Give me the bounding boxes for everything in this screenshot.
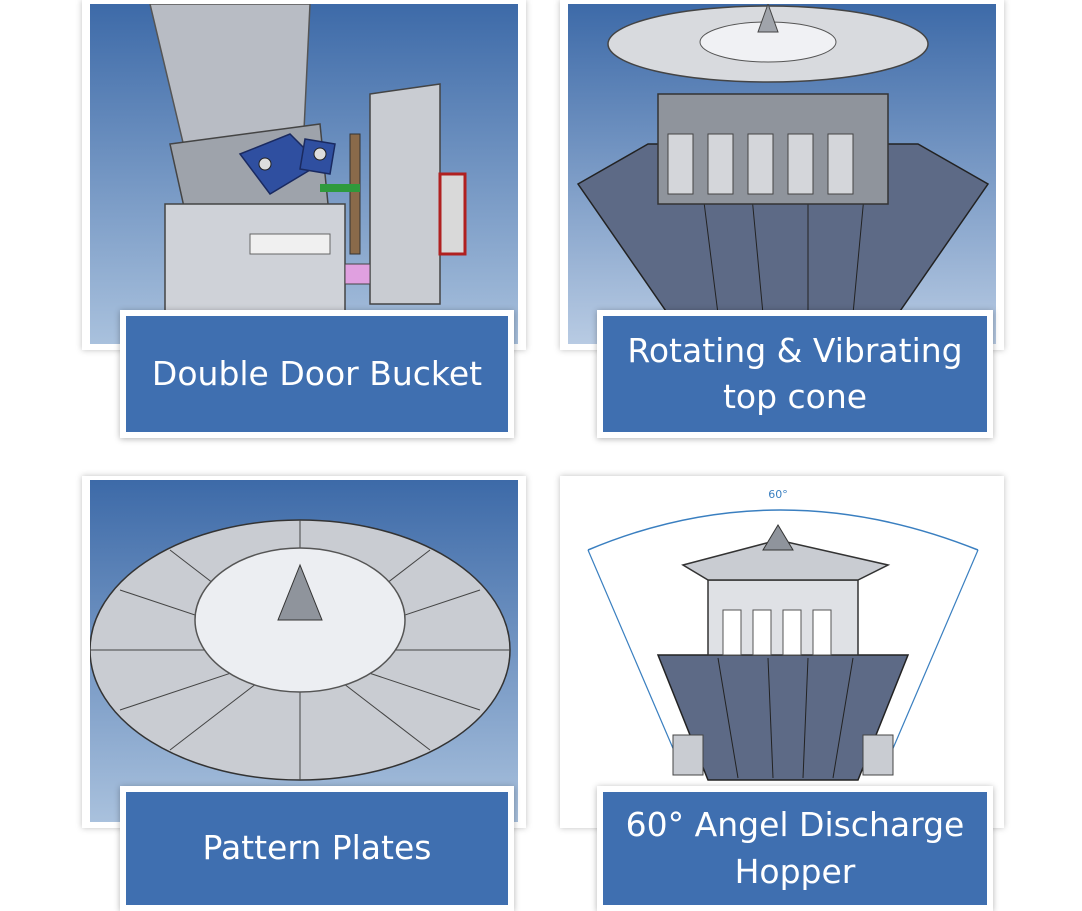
angle-discharge-hopper-text-line2: Hopper bbox=[734, 851, 856, 891]
double-door-bucket-illustration bbox=[90, 4, 518, 344]
angle-discharge-hopper-text-line1: 60° Angel Discharge bbox=[625, 805, 965, 845]
double-door-bucket-text: Double Door Bucket bbox=[151, 353, 483, 393]
rotating-top-cone-panel bbox=[560, 0, 1004, 350]
rotating-top-cone-label: Rotating & Vibrating top cone bbox=[597, 310, 993, 438]
angle-discharge-hopper-illustration: 60° bbox=[568, 480, 996, 822]
pattern-plates-illustration bbox=[90, 480, 518, 822]
pattern-plates-panel bbox=[82, 476, 526, 828]
angle-discharge-hopper-label: 60° Angel Discharge Hopper bbox=[597, 786, 993, 911]
rotating-top-cone-text-line2: top cone bbox=[722, 377, 868, 416]
angle-annotation: 60° bbox=[768, 488, 788, 501]
pattern-plates-label: Pattern Plates bbox=[120, 786, 514, 911]
rotating-top-cone-text-line1: Rotating & Vibrating bbox=[627, 330, 963, 370]
angle-discharge-hopper-panel: 60° bbox=[560, 476, 1004, 828]
double-door-bucket-panel bbox=[82, 0, 526, 350]
pattern-plates-text: Pattern Plates bbox=[202, 828, 432, 868]
rotating-top-cone-illustration bbox=[568, 4, 996, 344]
double-door-bucket-label: Double Door Bucket bbox=[120, 310, 514, 438]
